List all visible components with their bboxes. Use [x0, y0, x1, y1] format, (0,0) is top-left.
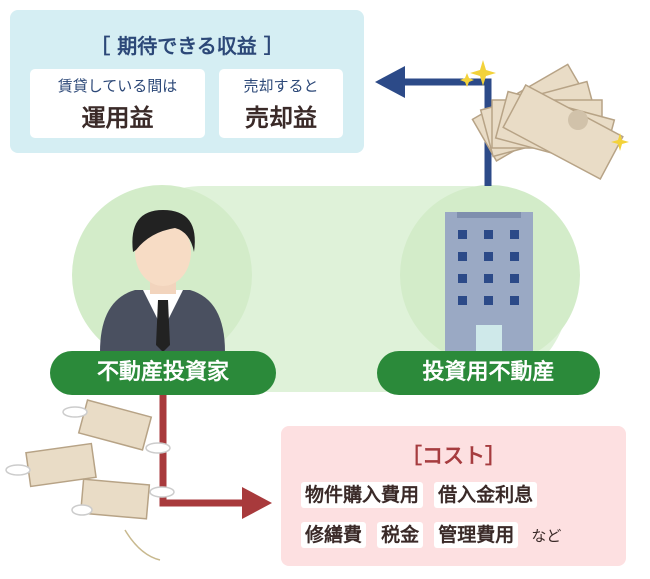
cost-item: 管理費用	[434, 522, 519, 548]
cost-item: 借入金利息	[434, 482, 538, 508]
cost-item: 税金	[377, 522, 424, 548]
expected-income-title: ［ 期待できる収益 ］	[90, 34, 284, 58]
money-fan-icon	[460, 60, 629, 181]
sale-income-card: 売却すると 売却益	[219, 69, 343, 138]
operating-income-label: 運用益	[81, 104, 154, 132]
cost-row-1: 物件購入費用 借入金利息	[301, 482, 538, 508]
cost-item: 修繕費	[301, 522, 367, 548]
sale-income-label: 売却益	[245, 104, 317, 132]
cost-arrow	[159, 395, 272, 519]
property-label: 投資用不動産	[377, 351, 600, 395]
person-icon	[100, 210, 225, 352]
cost-row-2: 修繕費 税金 管理費用 など	[301, 522, 561, 548]
expected-income-box: ［ 期待できる収益 ］ 賃貸している間は 運用益 売却すると 売却益	[10, 10, 364, 153]
operating-income-card: 賃貸している間は 運用益	[30, 69, 205, 138]
operating-income-caption: 賃貸している間は	[57, 77, 178, 95]
cost-etc: など	[531, 527, 562, 545]
cost-item: 物件購入費用	[301, 482, 424, 508]
building-icon	[445, 212, 533, 352]
investor-label: 不動産投資家	[50, 351, 276, 395]
income-arrow	[375, 66, 492, 186]
cost-title: ［コスト］	[401, 444, 506, 468]
sale-income-caption: 売却すると	[243, 77, 319, 95]
cost-box: ［コスト］ 物件購入費用 借入金利息 修繕費 税金 管理費用 など	[281, 426, 626, 566]
flying-money-icon	[5, 399, 175, 561]
